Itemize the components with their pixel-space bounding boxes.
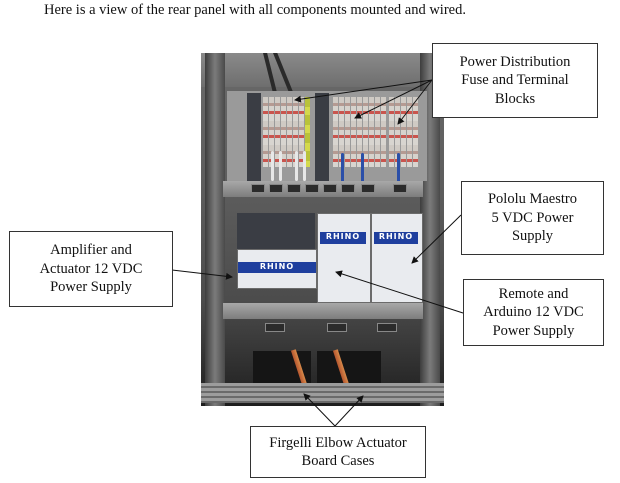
terminal-block-group-1 xyxy=(263,97,310,167)
label-tag xyxy=(305,184,319,193)
label-tag xyxy=(393,184,407,193)
wire xyxy=(397,153,400,183)
callout-amplifier-psu: Amplifier and Actuator 12 VDC Power Supp… xyxy=(9,231,173,307)
rear-panel-photo: RHINO RHINO RHINO xyxy=(201,53,444,406)
callout-line: Power Supply xyxy=(492,322,575,339)
callout-remote-arduino-psu: Remote and Arduino 12 VDC Power Supply xyxy=(463,279,604,346)
label-shelf-lower xyxy=(223,303,423,319)
label-tag xyxy=(327,323,347,332)
callout-line: Board Cases xyxy=(301,453,375,469)
label-tag xyxy=(323,184,337,193)
callout-line: Power Supply xyxy=(50,279,132,296)
top-frame-bar xyxy=(201,53,444,87)
document-caption: Here is a view of the rear panel with al… xyxy=(44,2,466,18)
psu-top-module xyxy=(237,213,315,249)
callout-line: Actuator 12 VDC xyxy=(39,260,143,277)
wire xyxy=(295,151,298,181)
callout-line: Blocks xyxy=(494,90,536,107)
label-tag xyxy=(287,184,301,193)
extrusion-rail xyxy=(201,383,444,403)
label-tag xyxy=(361,184,375,193)
rhino-logo: RHINO xyxy=(238,262,316,273)
label-tag xyxy=(377,323,397,332)
callout-power-distribution: Power Distribution Fuse and Terminal Blo… xyxy=(432,43,598,118)
callout-line: Amplifier and xyxy=(50,242,132,259)
label-tag xyxy=(251,184,265,193)
label-tag xyxy=(341,184,355,193)
callout-line: Remote and xyxy=(498,285,569,302)
terminal-block-group-3 xyxy=(389,97,418,167)
din-rail-backing xyxy=(247,93,261,183)
callout-line: Arduino 12 VDC xyxy=(483,304,584,321)
callout-line: Fuse and Terminal xyxy=(461,72,569,89)
callout-line: 5 VDC Power xyxy=(491,209,574,226)
callout-line: Firgelli Elbow Actuator xyxy=(269,434,407,451)
callout-line: Supply xyxy=(511,228,554,245)
wire xyxy=(271,151,274,181)
callout-line: Power Distribution xyxy=(459,53,571,70)
label-tag xyxy=(269,184,283,193)
left-frame-rail xyxy=(205,53,225,406)
wire xyxy=(361,153,364,183)
rhino-logo: RHINO xyxy=(374,232,418,244)
wire xyxy=(341,153,344,183)
wire xyxy=(279,151,282,181)
din-rail-backing xyxy=(315,93,329,183)
terminal-block-group-2 xyxy=(333,97,386,167)
label-tag xyxy=(265,323,285,332)
remote-arduino-psu: RHINO xyxy=(317,213,371,303)
callout-firgelli-cases: Firgelli Elbow Actuator Board Cases xyxy=(250,426,426,478)
amplifier-actuator-psu: RHINO xyxy=(237,249,317,289)
callout-line: Pololu Maestro xyxy=(487,191,577,208)
callout-pololu-psu: Pololu Maestro 5 VDC Power Supply xyxy=(461,181,604,255)
wire xyxy=(303,151,306,181)
rhino-logo: RHINO xyxy=(320,232,366,244)
pololu-psu: RHINO xyxy=(371,213,423,303)
